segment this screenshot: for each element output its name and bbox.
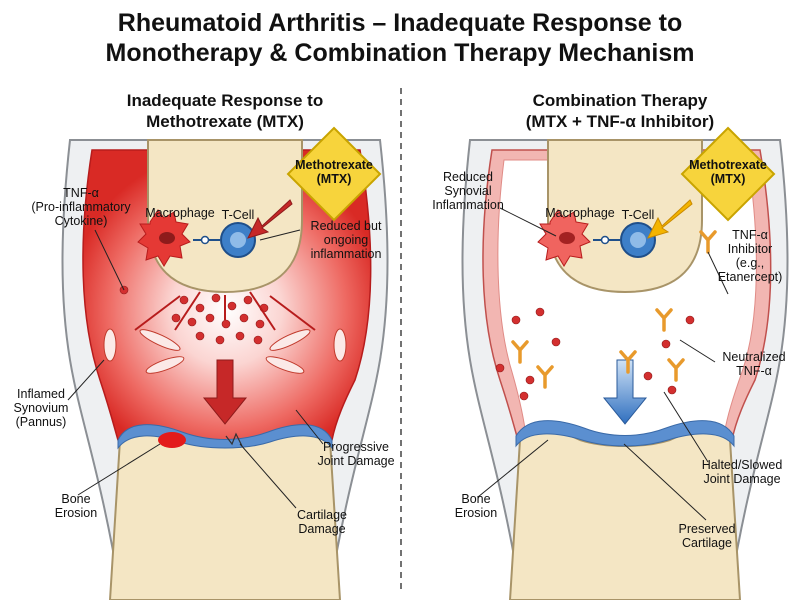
right-joint xyxy=(461,139,789,600)
main-title: Rheumatoid Arthritis – Inadequate Respon… xyxy=(0,8,800,68)
left-reduced-line1: Reduced but xyxy=(310,219,382,233)
right-inhibitor-line4: Etanercept) xyxy=(717,270,783,284)
right-down-arrow xyxy=(602,359,648,425)
right-cytokines xyxy=(495,307,695,401)
left-drug-diamond xyxy=(286,126,382,222)
right-drug-line2: (MTX) xyxy=(710,172,746,186)
left-cartilage-line2: Damage xyxy=(298,522,346,536)
left-panel-title-line1: Inadequate Response to xyxy=(126,91,324,110)
right-inhibitor-line2: Inhibitor xyxy=(727,242,773,256)
left-progressive-label: Progressive Joint Damage xyxy=(310,440,402,468)
left-reduced-line3: inflammation xyxy=(310,247,382,261)
left-drug-label: Methotrexate (MTX) xyxy=(288,128,380,220)
right-cartilage xyxy=(515,420,735,448)
left-macrophage xyxy=(137,209,191,267)
right-halted-line1: Halted/Slowed xyxy=(701,458,783,472)
right-reduced-label: Reduced Synovial Inflammation xyxy=(420,170,516,212)
left-panel-title: Inadequate Response to Methotrexate (MTX… xyxy=(75,90,375,132)
right-neutralized-line2: TNF-α xyxy=(736,364,772,378)
right-reduced-line1: Reduced xyxy=(442,170,494,184)
right-macrophage-label: Macrophage xyxy=(545,206,615,220)
right-bone-erosion-label: Bone Erosion xyxy=(448,492,504,520)
left-mtx-arrow xyxy=(247,199,293,239)
right-inhibitor-label: TNF-α Inhibitor (e.g., Etanercept) xyxy=(704,228,796,284)
left-synovium-line1: Inflamed xyxy=(17,387,65,401)
right-preserved-line1: Preserved xyxy=(678,522,736,536)
right-reduced-line3: Inflammation xyxy=(432,198,504,212)
left-progressive-line2: Joint Damage xyxy=(317,454,395,468)
right-panel-title-line1: Combination Therapy xyxy=(532,91,708,110)
right-tcell-label: T-Cell xyxy=(621,208,655,222)
left-progressive-line1: Progressive xyxy=(323,440,389,454)
left-bone-erosion-label: Bone Erosion xyxy=(48,492,104,520)
right-drug-diamond xyxy=(680,126,776,222)
right-inhibitor-line3: (e.g., xyxy=(735,256,765,270)
left-cartilage-label: Cartilage Damage xyxy=(282,508,362,536)
left-synovium-label: Inflamed Synovium (Pannus) xyxy=(6,387,76,429)
right-tcell xyxy=(593,222,656,258)
left-leader-lines xyxy=(67,229,324,509)
left-inflammation-arrows xyxy=(134,291,316,331)
left-synovium-line3: (Pannus) xyxy=(15,415,67,429)
right-leader-lines xyxy=(477,207,729,521)
right-lower-bone xyxy=(508,428,742,600)
left-panel-title-line2: Methotrexate (MTX) xyxy=(146,112,304,131)
right-mtx-arrow xyxy=(647,199,693,239)
right-antibodies xyxy=(511,230,717,389)
left-bone-line1: Bone xyxy=(61,492,91,506)
right-panel-title-line2: (MTX + TNF-α Inhibitor) xyxy=(525,112,715,131)
left-tnf-line1: TNF-α xyxy=(63,186,99,200)
right-bone-line2: Erosion xyxy=(454,506,498,520)
left-joint xyxy=(61,139,389,600)
right-neutralized-label: Neutralized TNF-α xyxy=(712,350,796,378)
main-title-line1: Rheumatoid Arthritis – Inadequate Respon… xyxy=(117,9,683,37)
right-halted-label: Halted/Slowed Joint Damage xyxy=(690,458,794,486)
right-reduced-line2: Synovial xyxy=(444,184,492,198)
left-macrophage-label: Macrophage xyxy=(145,206,215,220)
left-cartilage-crack xyxy=(225,432,243,447)
left-down-arrow xyxy=(202,359,248,425)
right-preserved-label: Preserved Cartilage xyxy=(664,522,750,550)
left-bone-erosion-spot xyxy=(158,432,186,448)
left-tcell-label: T-Cell xyxy=(221,208,255,222)
left-bone-line2: Erosion xyxy=(54,506,98,520)
right-bone-line1: Bone xyxy=(461,492,491,506)
left-fibroblasts xyxy=(103,328,347,374)
main-title-line2: Monotherapy & Combination Therapy Mechan… xyxy=(105,39,695,67)
left-tcell xyxy=(193,222,256,258)
left-drug-line2: (MTX) xyxy=(316,172,352,186)
left-tnf-line3: Cytokine) xyxy=(54,214,108,228)
right-neutralized-line1: Neutralized xyxy=(722,350,786,364)
right-panel-title: Combination Therapy (MTX + TNF-α Inhibit… xyxy=(470,90,770,132)
left-tnf-label: TNF-α (Pro-inflammatory Cytokine) xyxy=(18,186,144,228)
right-drug-label: Methotrexate (MTX) xyxy=(682,128,774,220)
left-cartilage-line1: Cartilage xyxy=(296,508,348,522)
right-halted-line2: Joint Damage xyxy=(703,472,781,486)
left-reduced-line2: ongoing xyxy=(323,233,369,247)
left-tnf-line2: (Pro-inflammatory xyxy=(31,200,131,214)
right-macrophage xyxy=(537,209,591,267)
right-inhibitor-line1: TNF-α xyxy=(732,228,768,242)
right-drug-line1: Methotrexate xyxy=(689,158,767,172)
left-synovium-line2: Synovium xyxy=(13,401,69,415)
left-drug-line1: Methotrexate xyxy=(295,158,373,172)
left-cytokines xyxy=(119,285,269,345)
left-reduced-label: Reduced but ongoing inflammation xyxy=(298,219,394,261)
right-preserved-line2: Cartilage xyxy=(681,536,733,550)
